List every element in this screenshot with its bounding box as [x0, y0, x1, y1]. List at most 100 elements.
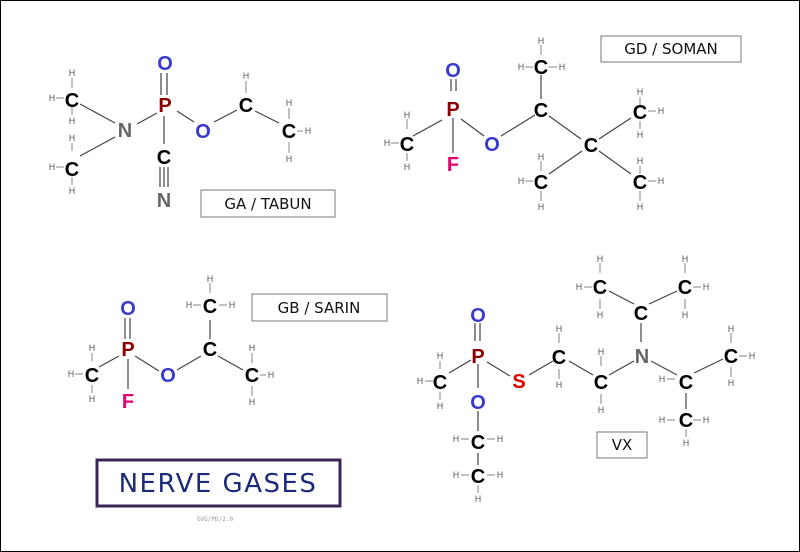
svg-text:H: H	[576, 283, 583, 293]
svg-text:H: H	[658, 177, 665, 187]
bonds	[98, 318, 244, 389]
atom: C	[552, 347, 566, 369]
svg-text:H: H	[69, 69, 76, 79]
svg-text:H: H	[658, 107, 665, 117]
bonds	[79, 73, 280, 187]
atoms: C P O O C C S C C N C C C C C C	[433, 277, 738, 488]
atom: C	[245, 365, 259, 387]
atom: C	[203, 339, 217, 361]
svg-text:H: H	[497, 471, 504, 481]
atom: C	[593, 277, 607, 299]
svg-text:H: H	[597, 311, 604, 321]
svg-text:H: H	[453, 435, 460, 445]
atom: C	[634, 303, 648, 325]
svg-text:H: H	[453, 471, 460, 481]
svg-text:H: H	[518, 63, 525, 73]
svg-text:H: H	[556, 325, 563, 335]
svg-text:H: H	[305, 127, 312, 137]
atom: P	[158, 95, 171, 117]
molecule-soman: C P O F O C C C C C C H H H H H H H H	[384, 35, 742, 213]
svg-text:H: H	[69, 187, 76, 197]
atom: C	[85, 365, 99, 387]
svg-text:H: H	[538, 37, 545, 47]
atom: C	[678, 277, 692, 299]
atom: C	[534, 100, 548, 122]
svg-text:H: H	[286, 155, 293, 165]
atom: C	[65, 159, 79, 181]
atom: P	[121, 339, 134, 361]
atom: C	[534, 57, 548, 79]
svg-text:H: H	[89, 344, 96, 354]
atom: C	[471, 432, 485, 454]
atom: O	[470, 305, 486, 327]
hydrogen-bonds	[56, 78, 303, 185]
svg-text:H: H	[728, 379, 735, 389]
atoms: C C N P O O C C C N	[65, 53, 296, 212]
atom: S	[512, 371, 525, 393]
svg-text:H: H	[637, 157, 644, 167]
svg-text:H: H	[384, 139, 391, 149]
molecule-sarin: C P O F O C C C H H H H H H H H H GB /	[68, 275, 388, 413]
svg-text:H: H	[637, 131, 644, 141]
svg-text:H: H	[703, 283, 710, 293]
svg-text:H: H	[186, 301, 193, 311]
atom: O	[160, 365, 176, 387]
svg-text:H: H	[538, 153, 545, 163]
svg-text:H: H	[598, 348, 605, 358]
bonds	[448, 290, 724, 465]
atom: N	[635, 346, 649, 368]
svg-text:H: H	[728, 325, 735, 335]
atom: C	[65, 90, 79, 112]
svg-text:H: H	[268, 371, 275, 381]
atom: C	[239, 95, 253, 117]
atom: P	[471, 346, 484, 368]
atom: O	[157, 53, 173, 75]
atom: C	[633, 102, 647, 124]
molecule-vx: C P O O C C S C C N C C C C C C H H H	[417, 255, 756, 505]
hydrogen-atoms: H H H H H H H H H H	[49, 69, 312, 197]
svg-text:H: H	[538, 203, 545, 213]
hydrogen-bonds	[425, 263, 747, 493]
atom: C	[400, 134, 414, 156]
title-box: NERVE GASES	[95, 458, 342, 508]
svg-text:H: H	[243, 72, 250, 82]
svg-text:H: H	[683, 439, 690, 449]
atom: F	[122, 391, 134, 413]
atom: N	[157, 190, 171, 212]
atom: N	[118, 120, 132, 142]
svg-text:H: H	[68, 370, 75, 380]
svg-text:H: H	[49, 163, 56, 173]
svg-text:H: H	[69, 134, 76, 144]
svg-text:H: H	[659, 375, 666, 385]
atom: O	[484, 134, 500, 156]
atom: F	[447, 154, 459, 176]
hydrogen-atoms: H H H H H H H H H H H H H H H H H H H H	[417, 255, 756, 505]
atom: C	[282, 121, 296, 143]
molecule-label: VX	[612, 436, 633, 454]
atom: C	[203, 296, 217, 318]
svg-text:H: H	[598, 406, 605, 416]
svg-text:H: H	[637, 203, 644, 213]
atoms: C P O F O C C C C C C	[400, 57, 647, 194]
atom: O	[120, 298, 136, 320]
svg-text:H: H	[437, 402, 444, 412]
credit-text: GVG/PD/2.0	[197, 516, 234, 523]
svg-text:H: H	[437, 352, 444, 362]
atom: C	[433, 372, 447, 394]
atom: C	[534, 172, 548, 194]
molecule-label: GA / TABUN	[224, 195, 311, 213]
molecule-label: GD / SOMAN	[624, 40, 718, 58]
svg-text:H: H	[597, 255, 604, 265]
svg-text:H: H	[207, 275, 214, 285]
svg-text:H: H	[249, 344, 256, 354]
svg-text:H: H	[682, 255, 689, 265]
atom: C	[633, 172, 647, 194]
hydrogen-atoms: H H H H H H H H H	[68, 275, 275, 408]
svg-text:H: H	[475, 495, 482, 505]
svg-text:H: H	[49, 94, 56, 104]
atom: C	[584, 135, 598, 157]
svg-text:H: H	[659, 416, 666, 426]
atom: C	[157, 147, 171, 169]
svg-text:H: H	[556, 381, 563, 391]
atom: C	[679, 410, 693, 432]
